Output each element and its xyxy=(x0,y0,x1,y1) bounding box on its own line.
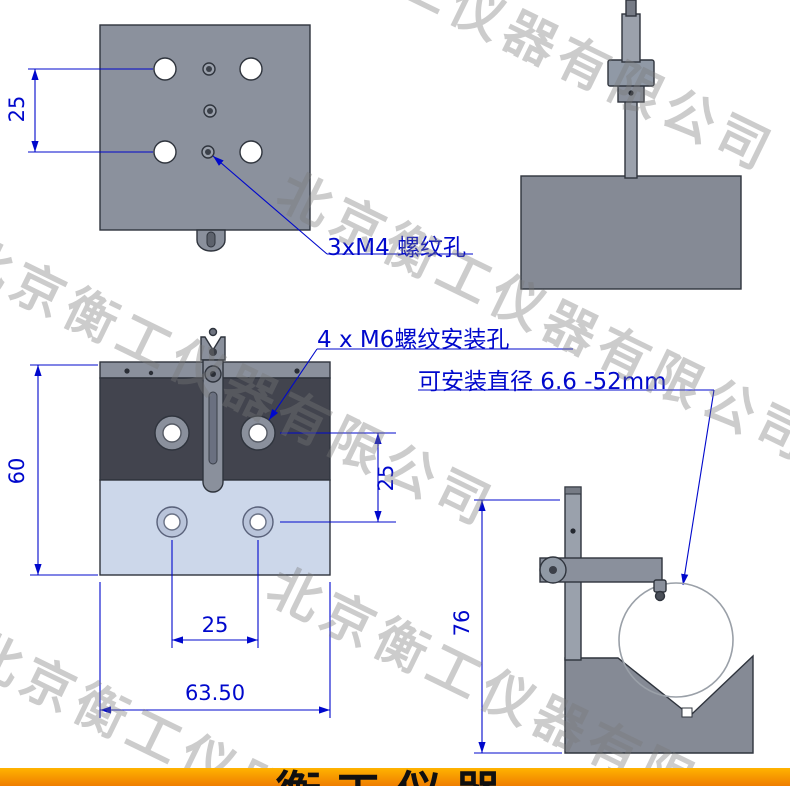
dim-front-height-60: 60 xyxy=(5,457,29,485)
dim-front-width-63-50: 63.50 xyxy=(184,681,246,705)
bottom-banner: 衡工仪器 xyxy=(0,768,790,786)
top-view-plate xyxy=(99,24,311,252)
front-view-dimensions xyxy=(30,348,715,718)
side-view-dimensions xyxy=(474,499,562,754)
banner-text: 衡工仪器 xyxy=(275,770,515,786)
note-mountable-diameter: 可安装直径 6.6 -52mm xyxy=(418,369,667,395)
note-3xm4-threaded-holes: 3xM4 螺纹孔 xyxy=(327,235,467,261)
front-view-clamp-arm xyxy=(200,327,226,493)
dim-top-pitch-25: 25 xyxy=(5,95,29,123)
side-view-vblock xyxy=(539,486,754,754)
note-4xm6-mounting-holes: 4 x M6螺纹安装孔 xyxy=(317,327,510,353)
post-side-view xyxy=(520,0,742,290)
dim-side-height-76: 76 xyxy=(450,609,474,637)
top-view-dimensions xyxy=(28,68,473,255)
dim-front-hole-hpitch-25: 25 xyxy=(201,613,229,637)
dim-front-hole-vpitch-25: 25 xyxy=(374,464,398,492)
